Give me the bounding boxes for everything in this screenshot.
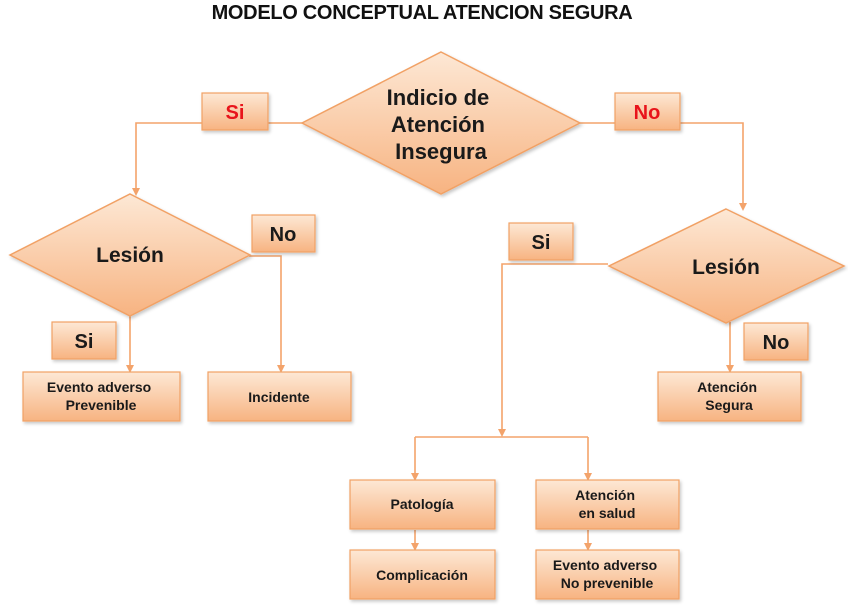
connector-left-no — [249, 255, 285, 373]
diagram-title: MODELO CONCEPTUAL ATENCION SEGURA — [212, 2, 633, 24]
box-atencion-segura: Atención Segura — [657, 371, 802, 422]
connector-right-si — [498, 263, 608, 437]
svg-text:No: No — [634, 102, 661, 124]
right-lesion-text: Lesión — [692, 256, 760, 279]
box-evento-no-prevenible: Evento adverso No prevenible — [535, 549, 680, 600]
svg-text:Incidente: Incidente — [248, 389, 310, 405]
box-incidente: Incidente — [207, 371, 352, 422]
label-root-no: No — [614, 92, 681, 131]
box-atencion-salud: Atención en salud — [535, 479, 680, 530]
svg-text:Si: Si — [75, 331, 94, 353]
box-patologia: Patología — [349, 479, 496, 530]
svg-text:Si: Si — [226, 102, 245, 124]
connector-root-right — [580, 122, 747, 211]
left-lesion-diamond — [8, 193, 252, 317]
label-left-si: Si — [51, 321, 117, 360]
label-root-si: Si — [201, 92, 269, 131]
svg-text:Patología: Patología — [390, 496, 453, 512]
svg-text:Complicación: Complicación — [376, 567, 468, 583]
svg-text:No: No — [763, 332, 790, 354]
connector-root-left — [132, 122, 302, 196]
root-diamond — [300, 51, 582, 195]
svg-text:Atención Segura: Atención Segura — [697, 379, 761, 413]
svg-text:Evento adverso No preven: Evento adverso No prevenible — [553, 557, 661, 591]
label-left-no: No — [251, 214, 316, 253]
label-right-no: No — [743, 322, 809, 361]
left-lesion-text: Lesión — [96, 244, 164, 267]
root-diamond-text: Indicio de Atención Insegura — [387, 85, 496, 164]
right-lesion-diamond — [607, 208, 846, 324]
box-evento-prevenible: Evento adverso Prevenible — [22, 371, 181, 422]
label-right-si: Si — [508, 222, 574, 261]
svg-text:Atención en salud: Atención en salud — [575, 487, 639, 521]
svg-text:Evento adverso Prevenibl: Evento adverso Prevenible — [47, 379, 155, 413]
box-complicacion: Complicación — [349, 549, 496, 600]
svg-text:Si: Si — [532, 232, 551, 254]
svg-text:No: No — [270, 224, 297, 246]
